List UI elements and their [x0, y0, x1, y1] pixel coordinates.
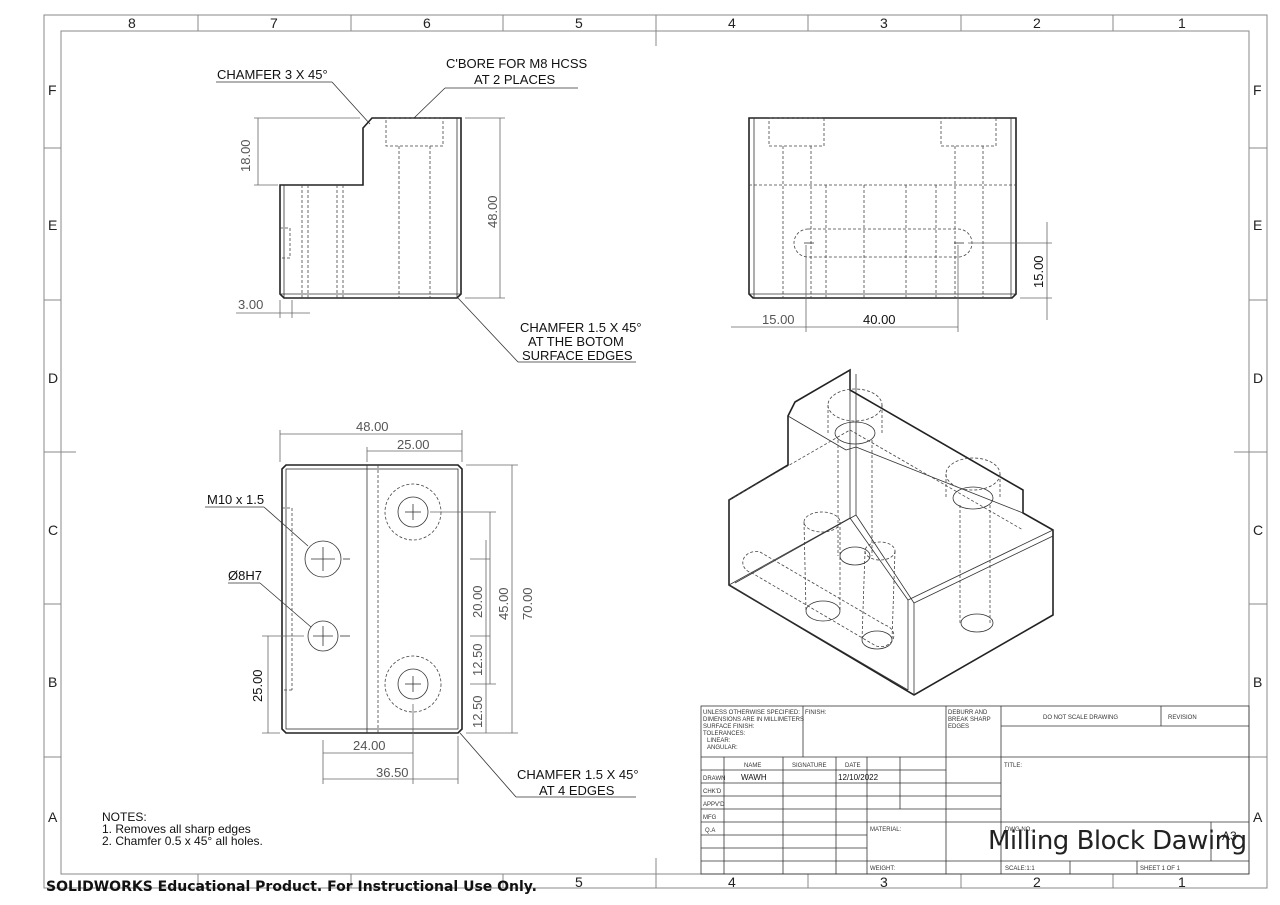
dim-48-front: 48.00: [485, 195, 500, 228]
tb-dwg-no: DWG NO.: [1005, 827, 1032, 833]
tb-scale: SCALE:1:1: [1005, 866, 1035, 872]
dim-40: 40.00: [863, 312, 896, 327]
tb-col-name: NAME: [744, 763, 761, 769]
tb-col-signature: SIGNATURE: [792, 763, 827, 769]
tb-drawn-date: 12/10/2022: [838, 773, 879, 782]
tb-col-date: DATE: [845, 763, 861, 769]
tb-unless-1: UNLESS OTHERWISE SPECIFIED:: [703, 710, 800, 716]
dim-18: 18.00: [238, 139, 253, 172]
tb-row-chkd: CHK'D: [703, 789, 722, 795]
tb-unless-3: SURFACE FINISH:: [703, 724, 755, 730]
top-view: [205, 430, 636, 798]
front-view: [216, 81, 636, 363]
isometric-view: [728, 368, 1054, 696]
chamfer-bottom-1: CHAMFER 1.5 X 45°: [520, 320, 642, 335]
tb-row-drawn: DRAWN: [703, 776, 725, 782]
zone-ticks: [44, 15, 1267, 888]
tb-unless-6: ANGULAR:: [707, 745, 738, 751]
tb-finish: FINISH:: [805, 710, 827, 716]
zone-row-e-right: E: [1253, 217, 1262, 233]
dim-15-horizontal: 15.00: [762, 312, 795, 327]
zone-row-f-right: F: [1253, 82, 1262, 98]
tb-row-appvd: APPV'D: [703, 802, 725, 808]
tb-revision: REVISION: [1168, 715, 1197, 721]
cbore-label-1: C'BORE FOR M8 HCSS: [446, 56, 587, 71]
chamfer-4edges-1: CHAMFER 1.5 X 45°: [517, 767, 639, 782]
tb-unless-4: TOLERANCES:: [703, 731, 746, 737]
notes-block: NOTES: 1. Removes all sharp edges 2. Cha…: [102, 811, 263, 847]
dim-25-top: 25.00: [397, 437, 430, 452]
zone-col-7: 7: [270, 15, 278, 31]
sheet-size: A3: [1222, 829, 1237, 843]
tb-weight: WEIGHT:: [870, 866, 895, 872]
chamfer-4edges-2: AT 4 EDGES: [539, 783, 615, 798]
zone-row-f: F: [48, 82, 57, 98]
zone-col-3-bottom: 3: [880, 874, 888, 890]
zone-col-5: 5: [575, 15, 583, 31]
dim-45: 45.00: [496, 587, 511, 620]
chamfer-top-label: CHAMFER 3 X 45°: [217, 67, 328, 82]
drawing-title: Milling Block Dawing: [988, 826, 1247, 856]
thread-label: M10 x 1.5: [207, 492, 264, 507]
zone-row-a: A: [48, 809, 58, 825]
cbore-label-2: AT 2 PLACES: [474, 72, 555, 87]
zone-col-4: 4: [728, 15, 736, 31]
note-item-1: 1. Removes all sharp edges: [102, 822, 251, 836]
zone-row-e: E: [48, 217, 57, 233]
note-item-2: 2. Chamfer 0.5 x 45° all holes.: [102, 834, 263, 848]
zone-col-5-bottom: 5: [575, 874, 583, 890]
zone-col-1-bottom: 1: [1178, 874, 1186, 890]
zone-row-c-right: C: [1253, 522, 1263, 538]
zone-row-d: D: [48, 370, 58, 386]
dim-70: 70.00: [520, 587, 535, 620]
dim-20: 20.00: [470, 585, 485, 618]
tb-drawn-name: WAWH: [741, 773, 767, 782]
tb-deburr-2: BREAK SHARP: [948, 717, 991, 723]
zone-col-8: 8: [128, 15, 136, 31]
tb-do-not-scale: DO NOT SCALE DRAWING: [1043, 715, 1118, 721]
dim-15-vertical: 15.00: [1031, 255, 1046, 288]
zone-row-b-right: B: [1253, 674, 1262, 690]
tb-row-qa: Q.A: [705, 828, 715, 834]
zone-row-b: B: [48, 674, 57, 690]
zone-col-2: 2: [1033, 15, 1041, 31]
tb-sheet: SHEET 1 OF 1: [1140, 866, 1181, 872]
notes-heading: NOTES:: [102, 810, 147, 824]
title-block: [700, 705, 1250, 875]
zone-col-4-bottom: 4: [728, 874, 736, 890]
side-view: [731, 117, 1052, 332]
zone-col-2-bottom: 2: [1033, 874, 1041, 890]
tb-material: MATERIAL:: [870, 827, 902, 833]
footer-watermark: SOLIDWORKS Educational Product. For Inst…: [46, 879, 537, 895]
zone-col-1: 1: [1178, 15, 1186, 31]
tb-deburr-3: EDGES: [948, 724, 969, 730]
dim-24: 24.00: [353, 738, 386, 753]
dim-48-top: 48.00: [356, 419, 389, 434]
zone-row-a-right: A: [1253, 809, 1263, 825]
dim-12-50-a: 12.50: [470, 643, 485, 676]
zone-col-6: 6: [423, 15, 431, 31]
tb-title-label: TITLE:: [1004, 763, 1022, 769]
tb-unless-5: LINEAR:: [707, 738, 731, 744]
zone-row-c: C: [48, 522, 58, 538]
dim-3: 3.00: [238, 297, 263, 312]
dim-36-50: 36.50: [376, 765, 409, 780]
tb-row-mfg: MFG: [703, 815, 717, 821]
hole-label: Ø8H7: [228, 568, 262, 583]
chamfer-bottom-3: SURFACE EDGES: [522, 348, 633, 363]
zone-col-3: 3: [880, 15, 888, 31]
dim-12-50-b: 12.50: [470, 695, 485, 728]
tb-deburr-1: DEBURR AND: [948, 710, 988, 716]
chamfer-bottom-2: AT THE BOTOM: [528, 334, 624, 349]
tb-unless-2: DIMENSIONS ARE IN MILLIMETERS: [703, 717, 804, 723]
zone-row-d-right: D: [1253, 370, 1263, 386]
dim-25-vertical: 25.00: [250, 669, 265, 702]
